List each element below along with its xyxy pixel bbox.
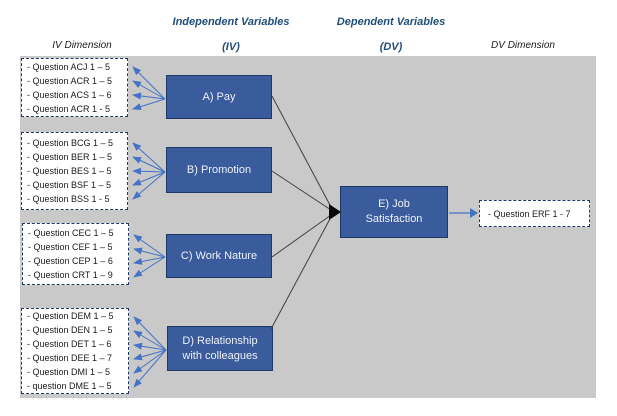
variable-box-job-satisfaction: E) Job Satisfaction bbox=[340, 186, 448, 238]
question-line: - Question DMI 1 – 5 bbox=[27, 367, 111, 377]
question-list-promotion: - Question BCG 1 – 5 - Question BER 1 – 5… bbox=[21, 132, 128, 210]
variable-box-work-nature: C) Work Nature bbox=[166, 234, 272, 278]
dv-dimension-header: DV Dimension bbox=[491, 40, 555, 51]
question-list-relationship: - Question DEM 1 – 5 - Question DEN 1 – 5… bbox=[21, 308, 129, 394]
question-line: - Question ERF 1 - 7 bbox=[488, 208, 571, 219]
question-line: - Question ACR 1 - 5 bbox=[27, 103, 111, 114]
question-line: - Question DEE 1 – 7 bbox=[27, 353, 113, 363]
variable-box-relationship: D) Relationship with colleagues bbox=[167, 326, 273, 371]
question-list-pay: - Question ACJ 1 – 5 - Question ACR 1 – 5… bbox=[21, 58, 128, 117]
question-list-work-nature: - Question CEC 1 – 5 - Question CEF 1 – 5… bbox=[22, 223, 129, 285]
question-line: - Question DEM 1 – 5 bbox=[27, 311, 114, 321]
question-line: - Question CRT 1 – 9 bbox=[28, 270, 113, 280]
question-line: - Question ACJ 1 – 5 bbox=[27, 61, 111, 72]
question-line: - Question ACR 1 – 5 bbox=[27, 75, 113, 86]
question-line: - Question BCG 1 – 5 bbox=[27, 138, 114, 148]
question-line: - Question CEF 1 – 5 bbox=[28, 242, 113, 252]
iv-dimension-header: IV Dimension bbox=[52, 40, 112, 51]
question-line: - Question BES 1 – 5 bbox=[27, 166, 112, 176]
variable-box-promotion: B) Promotion bbox=[166, 147, 272, 193]
question-box-erf: - Question ERF 1 - 7 bbox=[479, 200, 590, 227]
variable-box-pay: A) Pay bbox=[166, 75, 272, 119]
question-line: - Question CEC 1 – 5 bbox=[28, 228, 114, 238]
question-line: - Question ACS 1 – 6 bbox=[27, 89, 112, 100]
question-line: - Question BER 1 – 5 bbox=[27, 152, 113, 162]
question-line: - Question BSF 1 – 5 bbox=[27, 180, 112, 190]
dependent-variables-header: Dependent Variables bbox=[336, 16, 446, 28]
independent-variables-header: Independent Variables bbox=[172, 16, 290, 28]
question-line: - question DME 1 – 5 bbox=[27, 381, 112, 391]
question-line: - Question BSS 1 - 5 bbox=[27, 194, 110, 204]
question-line: - Question DET 1 – 6 bbox=[27, 339, 112, 349]
question-line: - Question CEP 1 – 6 bbox=[28, 256, 113, 266]
dv-abbrev-header: (DV) bbox=[379, 41, 403, 53]
question-line: - Question DEN 1 – 5 bbox=[27, 325, 113, 335]
iv-abbrev-header: (IV) bbox=[222, 41, 240, 53]
